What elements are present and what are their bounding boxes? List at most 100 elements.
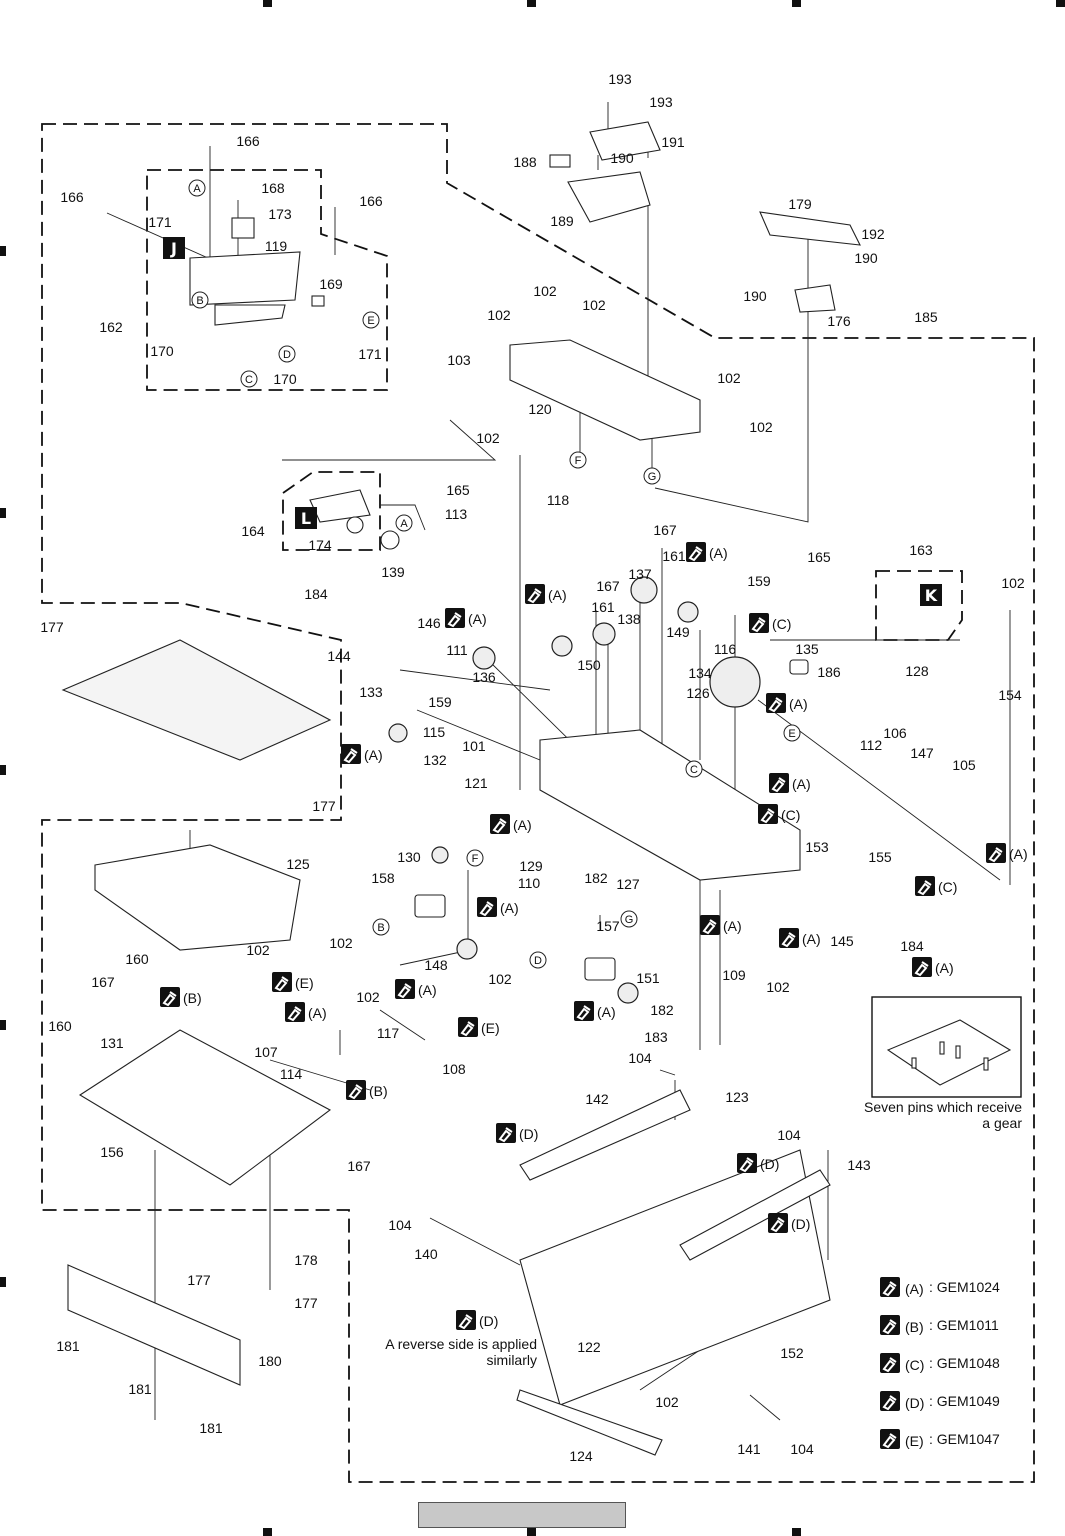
part-number-label: 102 <box>356 989 380 1005</box>
circled-letter-marker: C <box>240 370 258 388</box>
part-number-label: 140 <box>414 1246 438 1262</box>
part-number-label: 180 <box>258 1353 282 1369</box>
grease-mark: (A) <box>769 773 811 793</box>
grease-mark: (A) <box>490 814 532 834</box>
part-number-label: 104 <box>388 1217 412 1233</box>
legend-part-code: : GEM1011 <box>929 1317 999 1333</box>
legend-part-code: : GEM1048 <box>929 1355 1000 1371</box>
grease-gun-icon <box>395 979 415 999</box>
grease-gun-icon <box>272 972 292 992</box>
part-number-label: 127 <box>616 876 640 892</box>
grease-mark-code: (C) <box>772 616 791 632</box>
part-number-label: 170 <box>273 371 297 387</box>
circled-letter-label: F <box>472 853 479 865</box>
part-number-label: 101 <box>462 738 486 754</box>
part-number-label: 185 <box>914 309 938 325</box>
grease-mark-code: (C) <box>781 807 800 823</box>
part-number-label: 102 <box>717 370 741 386</box>
grease-mark: (A) <box>779 928 821 948</box>
grease-gun-icon <box>779 928 799 948</box>
grease-mark-code: (A) <box>500 900 519 916</box>
grease-mark-code: (A) <box>418 982 437 998</box>
grease-mark-code: (A) <box>548 587 567 603</box>
grease-mark-code: (A) <box>1009 846 1028 862</box>
grease-gun-icon <box>341 744 361 764</box>
section-box-label: K <box>925 586 938 605</box>
part-number-label: 166 <box>359 193 383 209</box>
chassis-assemblies <box>67 729 831 1456</box>
grease-mark: (E) <box>272 972 314 992</box>
grease-mark: (A) <box>395 979 437 999</box>
part-number-label: 167 <box>596 578 620 594</box>
part-number-label: 161 <box>591 599 615 615</box>
circled-letter-label: G <box>648 471 657 483</box>
part-number-label: 131 <box>100 1035 124 1051</box>
legend-part-code: : GEM1024 <box>929 1279 1000 1295</box>
part-number-label: 110 <box>518 875 541 891</box>
grease-mark: (A) <box>285 1002 327 1022</box>
legend-grease-code: (A) <box>905 1281 924 1297</box>
part-number-label: 139 <box>381 564 405 580</box>
part-number-label: 188 <box>513 154 537 170</box>
part-number-label: 155 <box>868 849 892 865</box>
grease-mark: (A) <box>912 957 954 977</box>
part-number-label: 137 <box>628 566 652 582</box>
grease-gun-icon <box>880 1353 900 1373</box>
grease-mark: (B) <box>160 987 202 1007</box>
grease-mark: (A) <box>766 693 808 713</box>
part-number-label: 166 <box>236 133 260 149</box>
grease-mark: (D) <box>737 1153 779 1173</box>
part-number-label: 106 <box>883 725 907 741</box>
grease-gun-icon <box>346 1080 366 1100</box>
part-number-label: 160 <box>125 951 149 967</box>
grease-mark-code: (C) <box>938 879 957 895</box>
circled-letter-label: A <box>400 518 408 530</box>
grease-mark-code: (A) <box>468 611 487 627</box>
circled-letter-label: D <box>283 349 291 361</box>
grease-mark-code: (A) <box>513 817 532 833</box>
part-number-label: 141 <box>737 1441 761 1457</box>
part-number-label: 186 <box>817 664 841 680</box>
part-number-label: 177 <box>40 619 64 635</box>
grease-mark: (C) <box>758 804 800 824</box>
part-number-label: 165 <box>446 482 470 498</box>
part-number-label: 128 <box>905 663 929 679</box>
part-number-label: 102 <box>246 942 270 958</box>
part-number-label: 102 <box>329 935 353 951</box>
grease-mark: (E) <box>458 1017 500 1037</box>
grease-mark-code: (A) <box>802 931 821 947</box>
part-number-label: 104 <box>628 1050 652 1066</box>
part-number-label: 157 <box>596 918 620 934</box>
grease-mark: (A) <box>445 608 487 628</box>
section-box-label: J <box>170 239 177 258</box>
part-number-label: 102 <box>476 430 500 446</box>
part-number-label: 171 <box>358 346 382 362</box>
part-number-label: 102 <box>1001 575 1025 591</box>
grease-mark-code: (D) <box>760 1156 779 1172</box>
circled-letter-marker: B <box>372 918 390 936</box>
part-number-label: 111 <box>446 642 467 658</box>
part-number-label: 177 <box>294 1295 318 1311</box>
part-number-label: 182 <box>650 1002 674 1018</box>
grease-application-marks: (A) (A) (A) (C) (A) (A) (A) (A) (C) (A) (C) (A) (A) (… <box>160 542 1028 1330</box>
motors <box>414 659 809 981</box>
legend-row: (B): GEM1011 <box>880 1315 999 1335</box>
grease-gun-icon <box>880 1277 900 1297</box>
legend-grease-code: (E) <box>905 1433 924 1449</box>
legend-row: (E): GEM1047 <box>880 1429 1000 1449</box>
part-number-label: 162 <box>99 319 123 335</box>
part-number-label: 119 <box>265 238 288 254</box>
part-number-label: 138 <box>617 611 641 627</box>
part-number-label: 135 <box>795 641 819 657</box>
grease-mark: (B) <box>346 1080 388 1100</box>
circled-letter-label: E <box>367 315 374 327</box>
part-number-label: 167 <box>653 522 677 538</box>
part-number-label: 167 <box>347 1158 371 1174</box>
circled-letter-label: B <box>377 922 384 934</box>
part-number-label: 102 <box>533 283 557 299</box>
part-number-label: 167 <box>91 974 115 990</box>
part-number-label: 147 <box>910 745 934 761</box>
part-number-label: 181 <box>199 1420 223 1436</box>
grease-gun-icon <box>986 843 1006 863</box>
grease-mark-code: (A) <box>364 747 383 763</box>
